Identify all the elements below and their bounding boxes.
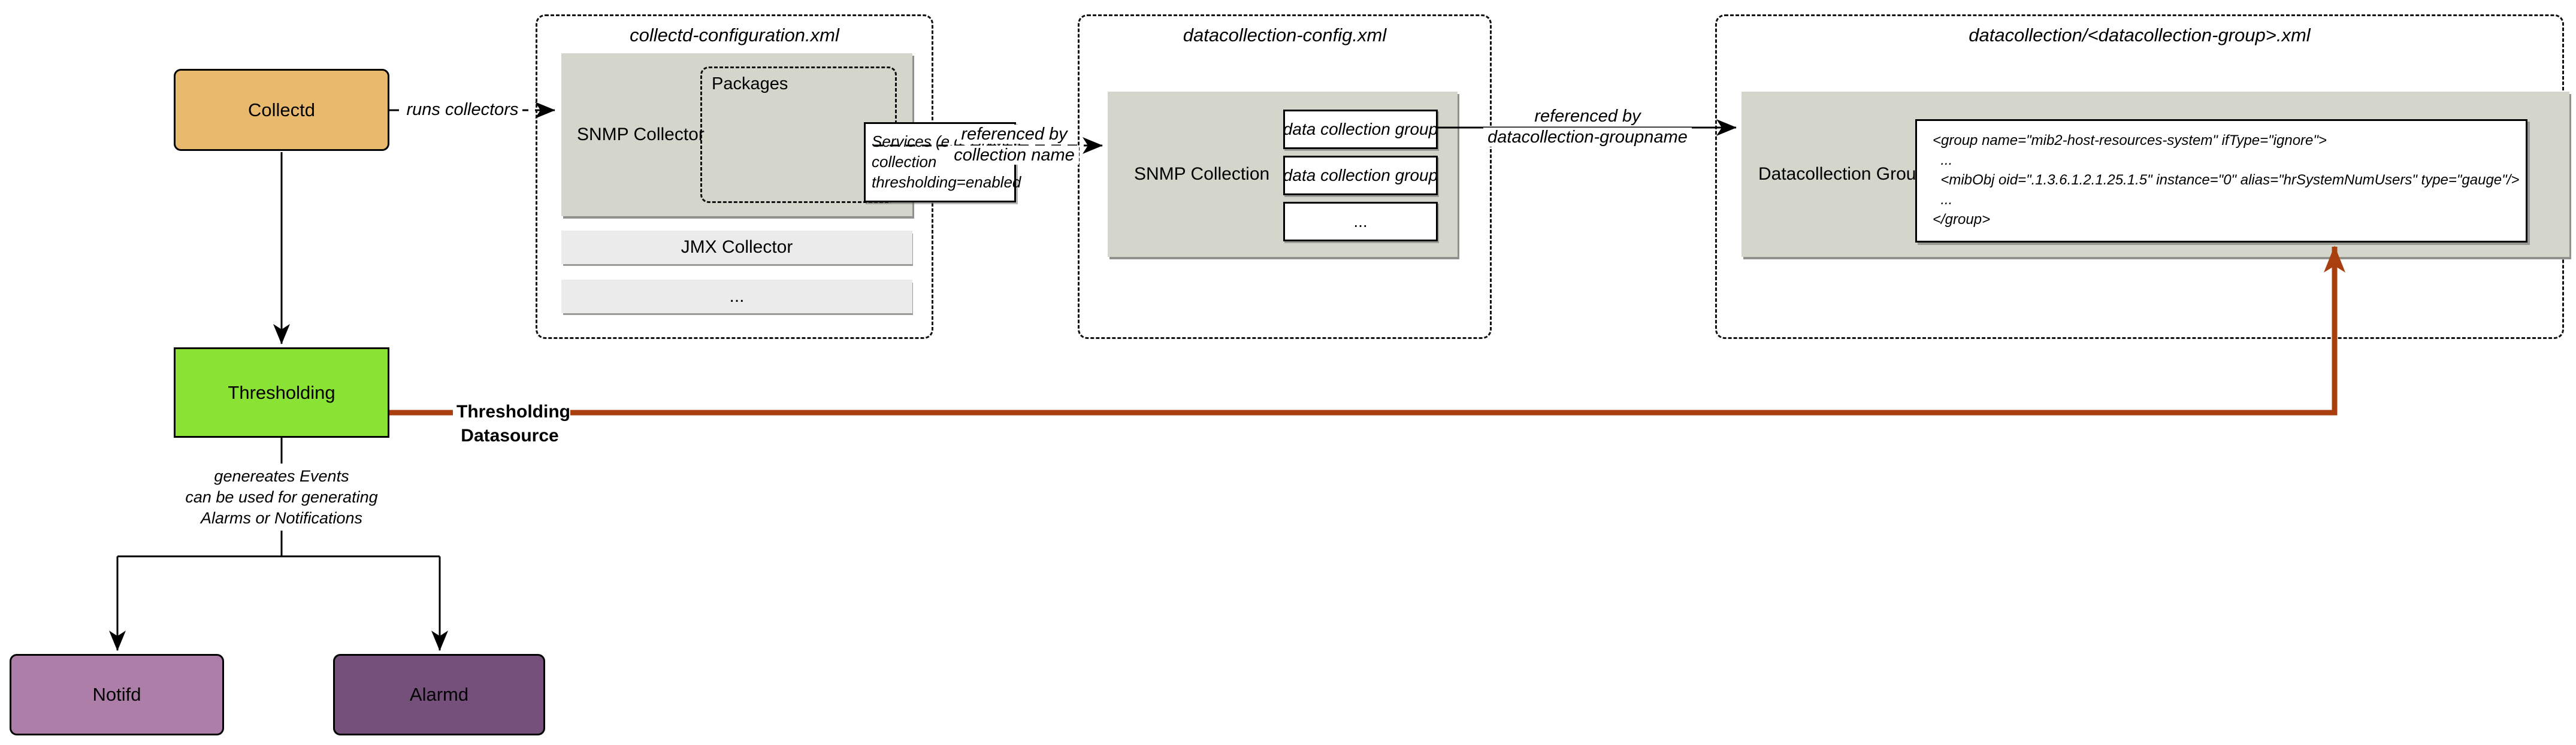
xml-code-line: ...: [1933, 152, 1953, 168]
datacollection-group-panel: Datacollection Group <group name="mib2-h…: [1741, 92, 2569, 257]
xml-code-line: ...: [1933, 192, 1953, 208]
snmp-collection-label: SNMP Collection: [1134, 164, 1270, 184]
collectd-node: Collectd: [174, 69, 389, 151]
snmp-collector-panel: SNMP Collector Packages Services (e.g. S…: [561, 53, 1021, 216]
xml-code-line: </group>: [1933, 211, 1991, 228]
datacollection-config-title: datacollection-config.xml: [1183, 25, 1387, 46]
services-line: collection: [872, 153, 937, 171]
xml-code-line: <group name="mib2-host-resources-system"…: [1933, 132, 2327, 149]
services-line: thresholding=enabled: [872, 173, 1021, 191]
runs-collectors-label: runs collectors: [391, 99, 534, 120]
jmx-collector-label: JMX Collector: [681, 237, 793, 257]
group-xml-code-box: <group name="mib2-host-resources-system"…: [1915, 119, 2527, 243]
datacollection-group-title: datacollection/<datacollection-group>.xm…: [1969, 25, 2311, 46]
data-collection-group-box: data collection group: [1283, 110, 1438, 149]
snmp-collection-panel: SNMP Collection data collection group da…: [1108, 92, 1458, 257]
xml-code-line: <mibObj oid=".1.3.6.1.2.1.25.1.5" instan…: [1933, 172, 2520, 188]
packages-box: Packages Services (e.g. SNMP) collection…: [700, 66, 1021, 203]
collectd-configuration-title: collectd-configuration.xml: [630, 25, 839, 46]
more-collectors-label: ...: [729, 286, 745, 306]
alarmd-node: Alarmd: [333, 654, 545, 735]
referenced-by-collection-label: referenced by collection name: [923, 124, 1106, 166]
data-collection-group-box: data collection group: [1283, 156, 1438, 195]
thresholding-node: Thresholding: [174, 347, 389, 438]
notifd-node: Notifd: [10, 654, 224, 735]
generates-events-label: genereates Events can be used for genera…: [185, 467, 378, 527]
thresholding-datasource-label: Thresholding Datasource: [400, 400, 623, 448]
collectd-configuration-container: collectd-configuration.xml SNMP Collecto…: [536, 14, 1021, 339]
snmp-collector-label: SNMP Collector: [577, 125, 705, 144]
notifd-label: Notifd: [92, 684, 141, 705]
datacollection-group-container: datacollection/<datacollection-group>.xm…: [1715, 14, 2569, 339]
alarmd-label: Alarmd: [409, 684, 469, 705]
more-collectors-bar: ...: [561, 280, 912, 313]
datacollection-config-container: datacollection-config.xml SNMP Collectio…: [1078, 14, 1492, 339]
data-collection-group-more-box: ...: [1283, 202, 1438, 241]
datacollection-group-label: Datacollection Group: [1758, 164, 1927, 184]
jmx-collector-bar: JMX Collector: [561, 231, 912, 264]
thresholding-label: Thresholding: [228, 381, 335, 403]
referenced-by-groupname-label: referenced by datacollection-groupname: [1476, 106, 1699, 148]
collectd-label: Collectd: [248, 99, 315, 120]
packages-label: Packages: [712, 74, 788, 93]
